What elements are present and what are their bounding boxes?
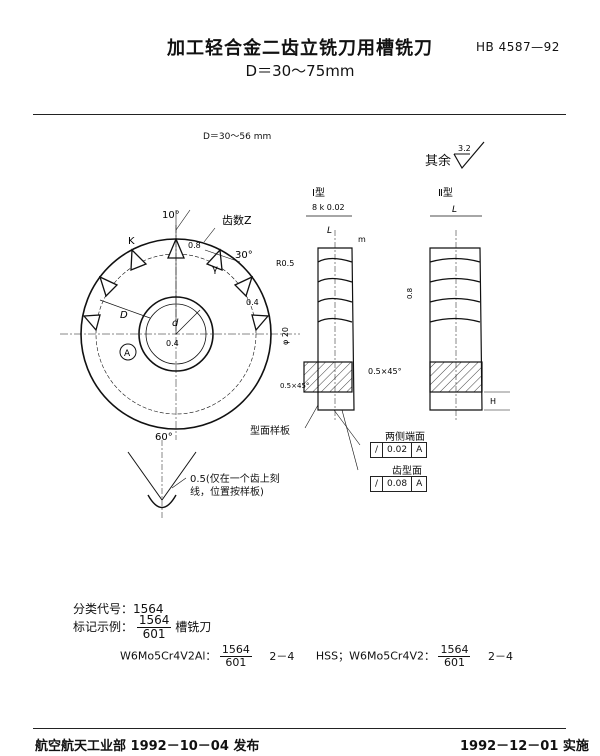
cutter-drawing: 10° 齿数Z 30° K γ D d 0.8 0.4 0.4 A 60° 8 … [60, 186, 510, 520]
cutter-teeth [82, 237, 270, 332]
roughness-0-8-type2: 0.8 [406, 288, 414, 299]
chamfer-large: 0.5×45° [368, 367, 402, 376]
marking-suffix: 槽铣刀 [175, 620, 212, 635]
spec1-suffix: 2－4 [269, 649, 295, 663]
angle-30-label: 30° [235, 250, 253, 261]
classification-code: 分类代号：1564 [73, 602, 164, 616]
material-spec-line: W6Mo5Cr4V2Al： 1564 601 2－4 HSS；W6Mo5Cr4V… [120, 643, 513, 670]
side-face-tol-symbol: / [369, 442, 384, 458]
label-L-type1: L [327, 226, 332, 236]
bore-phi20: φ 20 [281, 327, 290, 345]
standard-number: HB 4587—92 [476, 40, 560, 54]
diameter-range-subtitle: D＝30～75mm [245, 62, 355, 80]
spec2-fraction: 1564 601 [438, 643, 471, 670]
drawing-range-note: D＝30～56 mm [203, 132, 272, 142]
spec1-fraction: 1564 601 [219, 643, 252, 670]
label-L-type2: L [452, 205, 457, 215]
footer-effective-date: 1992－12－01 实施 [460, 739, 589, 754]
surface-note: 其余 [425, 154, 452, 169]
angle-60-label: 60° [155, 432, 173, 443]
spec2-suffix: 2－4 [487, 649, 513, 663]
roughness-0-4-bore: 0.4 [166, 339, 179, 348]
marking-example-label: 标记示例： [73, 620, 134, 635]
footer-divider [33, 728, 566, 729]
footer-issuer: 航空航天工业部 1992－10－04 发布 [35, 739, 260, 754]
profile-tol-value: 0.08 [382, 476, 413, 492]
type-2-label: Ⅱ型 [438, 186, 453, 199]
profile-tolerance-frame: / 0.08 A [369, 476, 428, 492]
type-1-label: Ⅰ型 [312, 186, 325, 199]
datum-A-marker [119, 343, 137, 361]
label-gamma: γ [212, 264, 218, 275]
profile-tol-symbol: / [369, 476, 384, 492]
side-face-tol-datum: A [411, 442, 428, 458]
side-face-tolerance-frame: / 0.02 A [369, 442, 428, 458]
angle-10-label: 10° [162, 210, 180, 221]
datum-A-label: A [124, 349, 131, 359]
type1-section [303, 247, 355, 411]
roughness-0-8-front: 0.8 [188, 241, 201, 250]
label-D: D [120, 310, 128, 321]
radius-r05: R0.5 [276, 259, 294, 268]
profile-template-label: 型面样板 [250, 426, 290, 437]
angle30-line [204, 249, 241, 263]
side-face-tol-value: 0.02 [382, 442, 413, 458]
header-divider [33, 114, 566, 115]
roughness-symbol-icon: 3.2 [453, 141, 485, 170]
dia-D-leader [99, 299, 151, 319]
roughness-0-4-front: 0.4 [246, 298, 259, 307]
label-K: K [128, 236, 135, 247]
surface-value: 3.2 [458, 144, 471, 153]
chamfer-small: 0.5×45° [280, 382, 309, 390]
thread-note: 0.5(仅在一个齿上刻 线，位置按样板) [190, 474, 280, 498]
spec1-prefix: W6Mo5Cr4V2Al： [120, 649, 217, 663]
label-m: m [358, 235, 366, 244]
label-H: H [490, 397, 496, 406]
width-tolerance: 8 k 0.02 [312, 203, 345, 212]
profile-face-title: 齿型面 [392, 466, 422, 477]
side-face-title: 两侧端面 [385, 432, 425, 443]
spec2-prefix: HSS；W6Mo5Cr4V2： [315, 649, 435, 663]
document-title: 加工轻合金二齿立铣刀用槽铣刀 [167, 38, 433, 59]
label-d: d [172, 318, 179, 329]
marking-example: 标记示例： 1564 601 槽铣刀 [73, 613, 212, 642]
teeth-count-label: 齿数Z [222, 214, 252, 227]
marking-fraction: 1564 601 [136, 613, 172, 642]
dia-d-leader [175, 309, 201, 335]
profile-tol-datum: A [411, 476, 428, 492]
